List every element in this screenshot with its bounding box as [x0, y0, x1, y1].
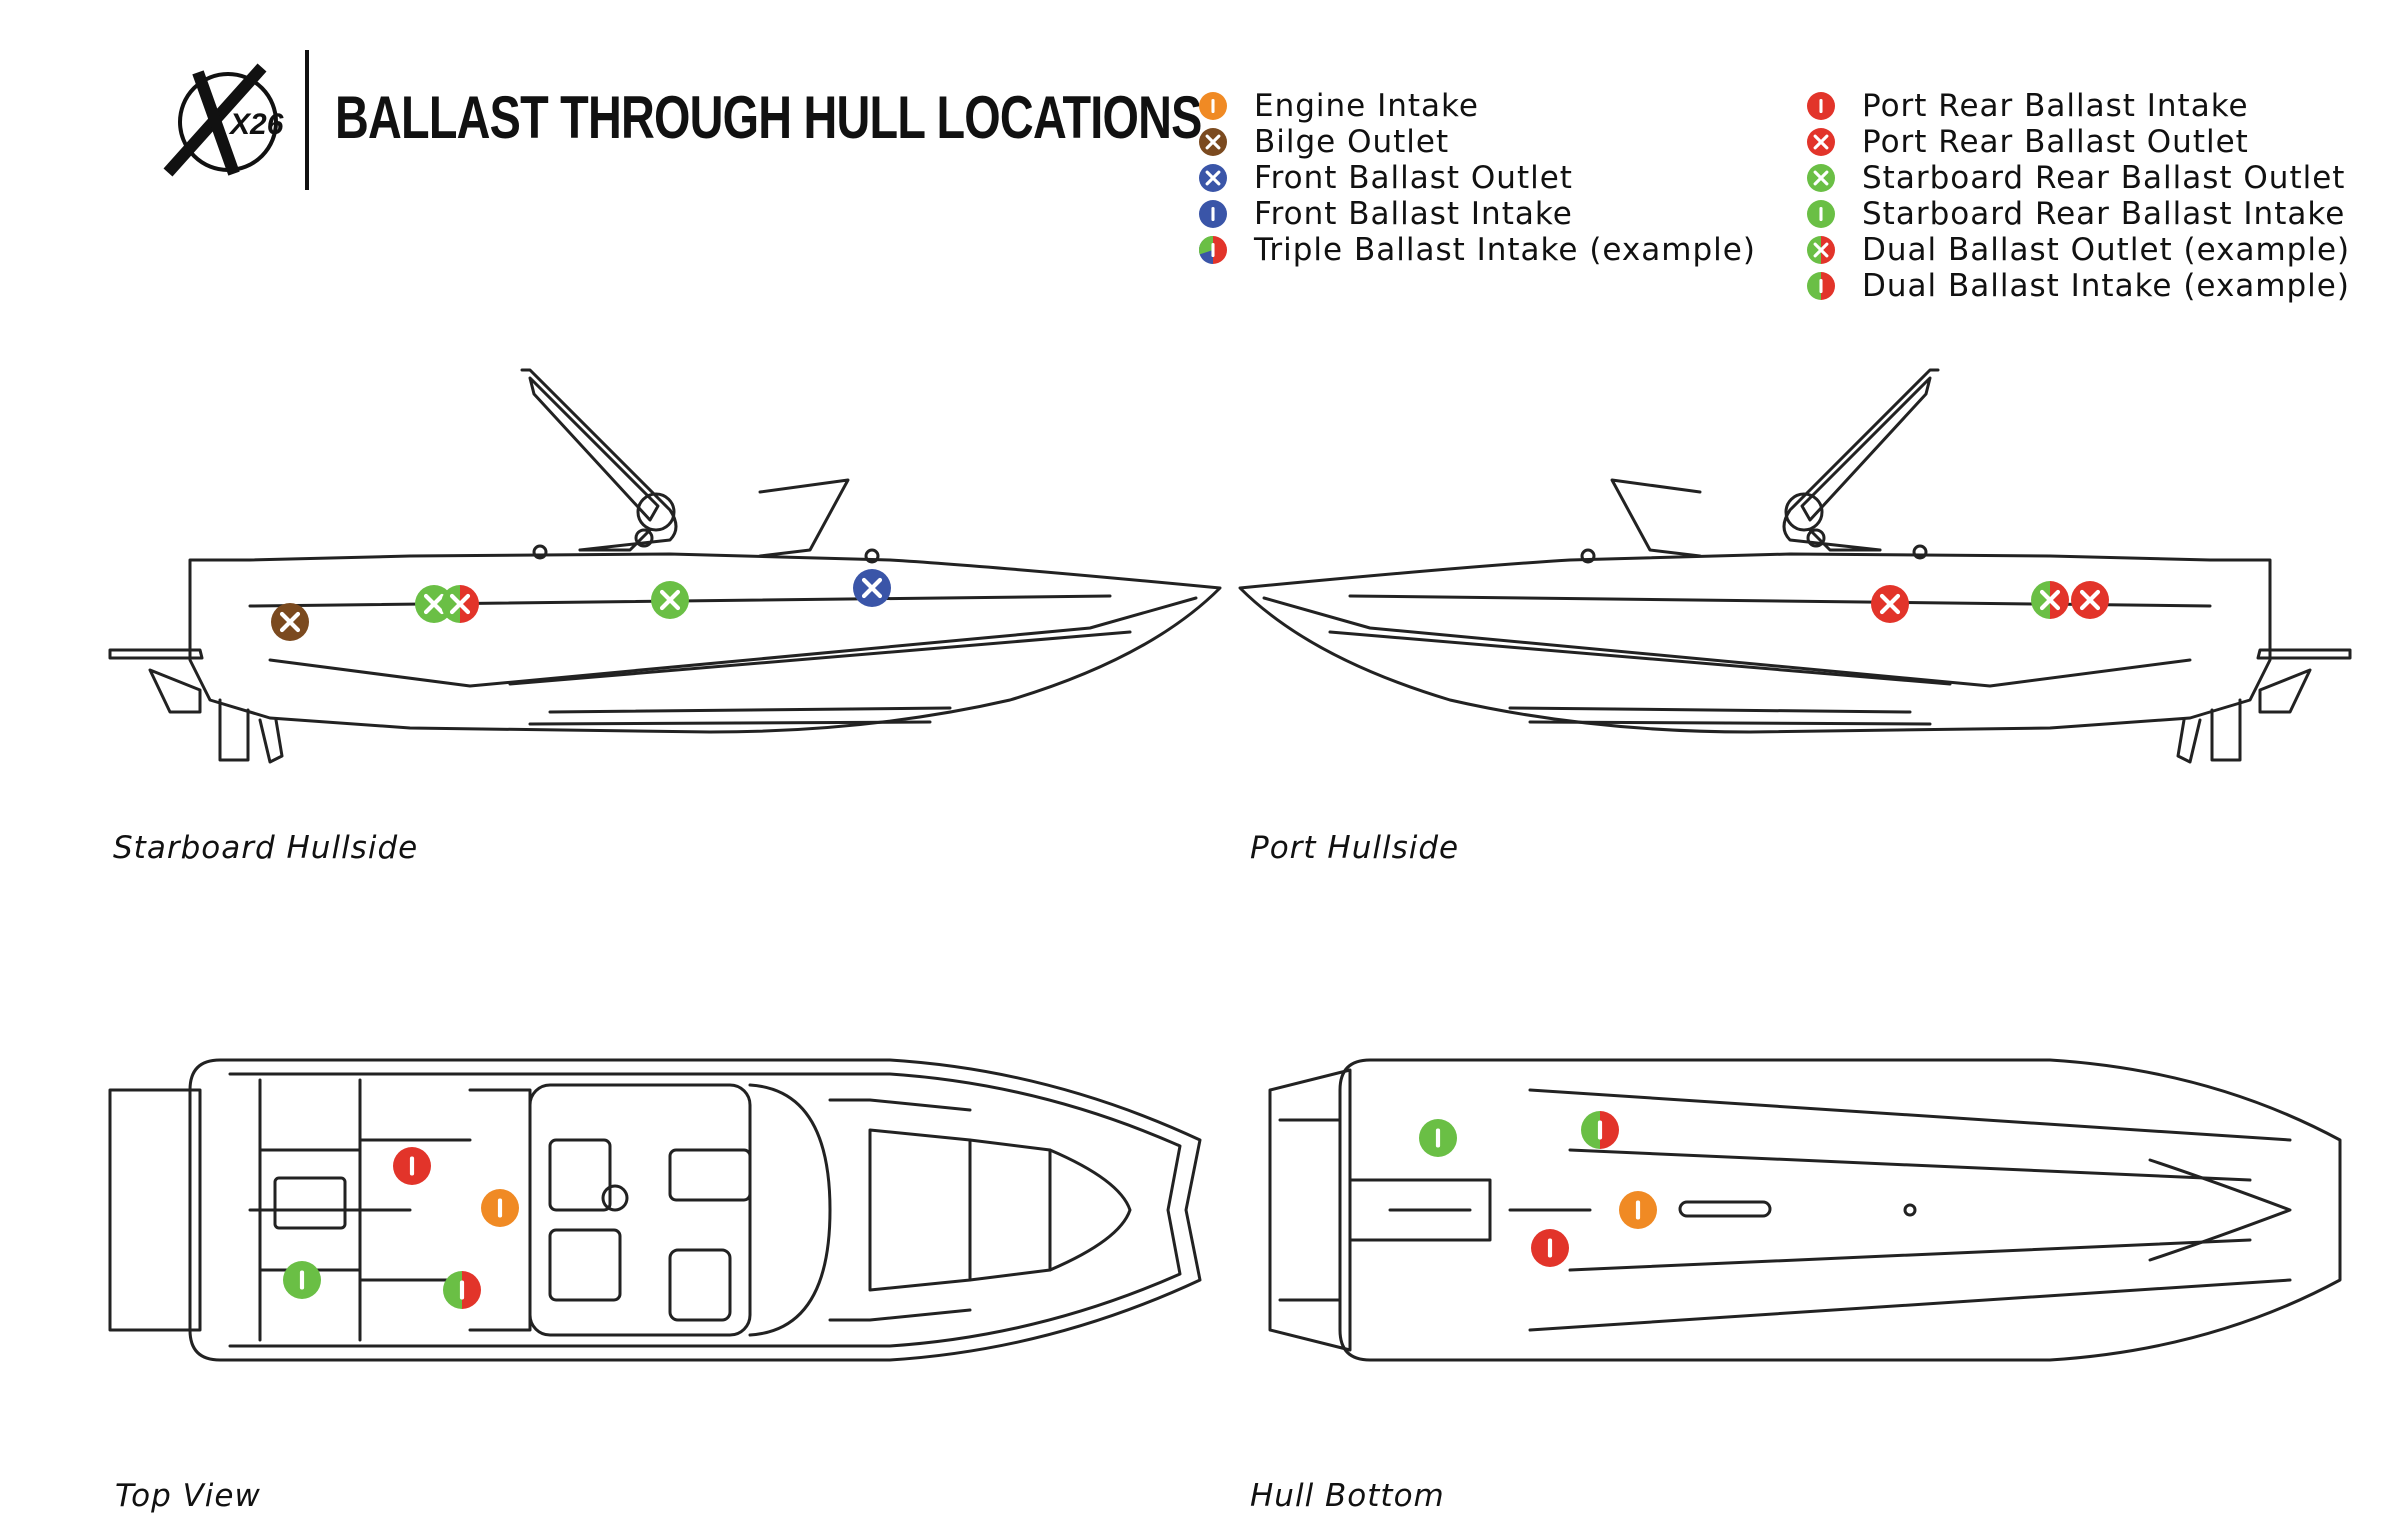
legend-symbol-icon — [1807, 92, 1835, 120]
legend-label: Dual Ballast Intake (example) — [1862, 268, 2350, 304]
top-hull-outline — [188, 1058, 1202, 1362]
bilge-outlet-marker — [271, 603, 309, 641]
legend-label: Triple Ballast Intake (example) — [1254, 232, 1756, 268]
legend-item: Starboard Rear Ballast Outlet — [1806, 160, 2350, 196]
legend-label: Engine Intake — [1254, 88, 1479, 124]
legend-item: Engine Intake — [1198, 88, 1756, 124]
hull-bottom-caption: Hull Bottom — [1250, 1478, 1445, 1514]
port-hullside-caption: Port Hullside — [1250, 830, 1460, 866]
legend-symbol-icon — [1807, 200, 1835, 228]
legend-label: Starboard Rear Ballast Intake — [1862, 196, 2346, 232]
port-rear-outlet-marker — [1871, 585, 1909, 623]
top-view-diagram — [108, 1058, 1202, 1362]
starboard-rear-outlet-marker — [415, 585, 453, 623]
port-hull-outline — [1238, 552, 2272, 734]
port-rear-intake-marker — [1531, 1229, 1569, 1267]
starboard-rear-outlet-marker — [651, 581, 689, 619]
hull-bottom-diagram — [1268, 1058, 2342, 1362]
legend-item: Port Rear Ballast Intake — [1806, 88, 2350, 124]
port-rear-intake-marker — [393, 1147, 431, 1185]
legend-label: Dual Ballast Outlet (example) — [1862, 232, 2351, 268]
legend-symbol-icon — [1199, 236, 1227, 264]
dual-intake-marker — [1581, 1111, 1619, 1149]
dual-outlet-marker — [2031, 581, 2069, 619]
legend-label: Starboard Rear Ballast Outlet — [1862, 160, 2346, 196]
legend-item: Front Ballast Outlet — [1198, 160, 1756, 196]
starboard-rear-intake-marker — [1419, 1119, 1457, 1157]
port-rear-outlet-marker — [2071, 581, 2109, 619]
legend-symbol-icon — [1807, 128, 1835, 156]
engine-intake-marker — [1619, 1191, 1657, 1229]
dual-intake-marker — [443, 1271, 481, 1309]
legend-symbol-icon — [1199, 128, 1227, 156]
legend-item: Port Rear Ballast Outlet — [1806, 124, 2350, 160]
top-view-caption: Top View — [115, 1478, 261, 1514]
port-hullside-diagram — [1238, 368, 2352, 764]
logo-text: X26 — [228, 108, 284, 141]
legend-item: Triple Ballast Intake (example) — [1198, 232, 1756, 268]
legend-item: Bilge Outlet — [1198, 124, 1756, 160]
legend-symbol-icon — [1199, 200, 1227, 228]
legend-label: Front Ballast Outlet — [1254, 160, 1573, 196]
hull-outline — [188, 552, 1222, 734]
x26-logo: X26 — [163, 63, 284, 177]
legend-symbol-icon — [1199, 92, 1227, 120]
legend-label: Bilge Outlet — [1254, 124, 1450, 160]
engine-intake-marker — [481, 1189, 519, 1227]
legend-label: Front Ballast Intake — [1254, 196, 1573, 232]
header-divider — [305, 50, 309, 190]
dual-outlet-marker — [441, 585, 479, 623]
legend-symbol-icon — [1807, 164, 1835, 192]
front-ballast-outlet-marker — [853, 569, 891, 607]
tower-outline — [520, 368, 678, 552]
legend-item: Dual Ballast Outlet (example) — [1806, 232, 2350, 268]
starboard-rear-intake-marker — [283, 1261, 321, 1299]
legend-label: Port Rear Ballast Intake — [1862, 88, 2249, 124]
legend-symbol-icon — [1199, 164, 1227, 192]
starboard-hullside-caption: Starboard Hullside — [113, 830, 419, 866]
starboard-hullside-diagram — [108, 368, 1222, 764]
legend-item: Dual Ballast Intake (example) — [1806, 268, 2350, 304]
legend-item: Front Ballast Intake — [1198, 196, 1756, 232]
legend-symbol-icon — [1807, 236, 1835, 264]
legend-label: Port Rear Ballast Outlet — [1862, 124, 2249, 160]
page-title: BALLAST THROUGH HULL LOCATIONS — [335, 84, 1202, 151]
legend-item: Starboard Rear Ballast Intake — [1806, 196, 2350, 232]
legend-symbol-icon — [1807, 272, 1835, 300]
